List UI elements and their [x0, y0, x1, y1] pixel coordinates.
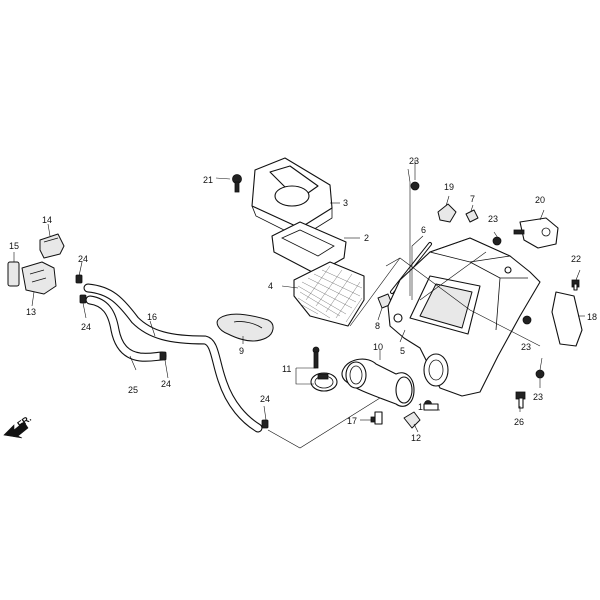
part-26-bolt: [515, 391, 526, 409]
label-part-9: 9: [239, 346, 244, 356]
label-part-5: 5: [400, 346, 405, 356]
part-23-nut-mid: [492, 236, 502, 246]
part-18-plate: [551, 291, 583, 347]
part-19-bracket: [437, 203, 457, 223]
part-21-screw: [232, 174, 242, 193]
part-13-holder: [21, 261, 57, 295]
label-part-8: 8: [375, 321, 380, 331]
label-part-24-a: 24: [78, 254, 88, 264]
part-24-clip-a: [75, 274, 83, 284]
label-part-15: 15: [9, 241, 19, 251]
label-part-23-top: 23: [409, 156, 419, 166]
part-7-rubber: [465, 209, 479, 223]
part-23-nut-top: [410, 181, 420, 191]
part-20-bracket: [513, 217, 559, 249]
label-part-16: 16: [147, 312, 157, 322]
label-part-14: 14: [42, 215, 52, 225]
part-5-air-cleaner-case: [387, 237, 541, 397]
part-16-breather-tube: [83, 283, 263, 433]
part-1-screw: [423, 400, 439, 411]
part-25-drain-tube: [85, 295, 167, 362]
label-part-26: 26: [514, 417, 524, 427]
part-4-filter-element: [293, 261, 365, 327]
part-24-clip-c: [159, 351, 167, 361]
label-part-10: 10: [373, 342, 383, 352]
part-3-cover: [251, 157, 333, 239]
part-10-connecting-tube: [341, 358, 415, 407]
label-part-4: 4: [268, 281, 273, 291]
label-part-1: 1: [418, 402, 423, 412]
label-part-25: 25: [128, 385, 138, 395]
label-part-19: 19: [444, 182, 454, 192]
part-24-clip-d: [261, 419, 269, 429]
part-23-nut-bottom: [535, 369, 545, 379]
part-12-grommet: [403, 411, 421, 429]
label-part-7: 7: [470, 194, 475, 204]
label-part-21: 21: [203, 175, 213, 185]
front-direction-arrow: FR.: [3, 413, 33, 439]
label-part-22: 22: [571, 254, 581, 264]
label-part-3: 3: [343, 198, 348, 208]
label-part-11: 11: [282, 364, 291, 374]
label-part-2: 2: [364, 233, 369, 243]
label-part-6: 6: [421, 225, 426, 235]
part-24-clip-b: [79, 294, 87, 304]
part-23-nut-right: [522, 315, 532, 325]
label-part-24-b: 24: [81, 322, 91, 332]
label-part-24-c: 24: [161, 379, 171, 389]
part-22-bolt: [571, 279, 580, 291]
label-part-23-mid: 23: [488, 214, 498, 224]
label-part-12: 12: [411, 433, 421, 443]
part-14-cap: [39, 233, 65, 259]
part-15-plug: [7, 261, 20, 287]
label-part-17: 17: [347, 416, 357, 426]
part-11-clamp-band: [310, 346, 338, 392]
label-part-24-d: 24: [260, 394, 270, 404]
label-part-23-right: 23: [521, 342, 531, 352]
part-9-seal: [216, 313, 274, 342]
part-17-bolt: [370, 411, 383, 425]
label-part-20: 20: [535, 195, 545, 205]
leader-lines: [13, 160, 585, 449]
label-part-23-bottom: 23: [533, 392, 543, 402]
part-labels: 1 2 3 4 5 6 7 8 9 10 11 12 13 14 15 16 1…: [9, 156, 597, 443]
label-part-18: 18: [587, 312, 597, 322]
part-2-frame: [271, 221, 347, 275]
label-part-13: 13: [26, 307, 36, 317]
